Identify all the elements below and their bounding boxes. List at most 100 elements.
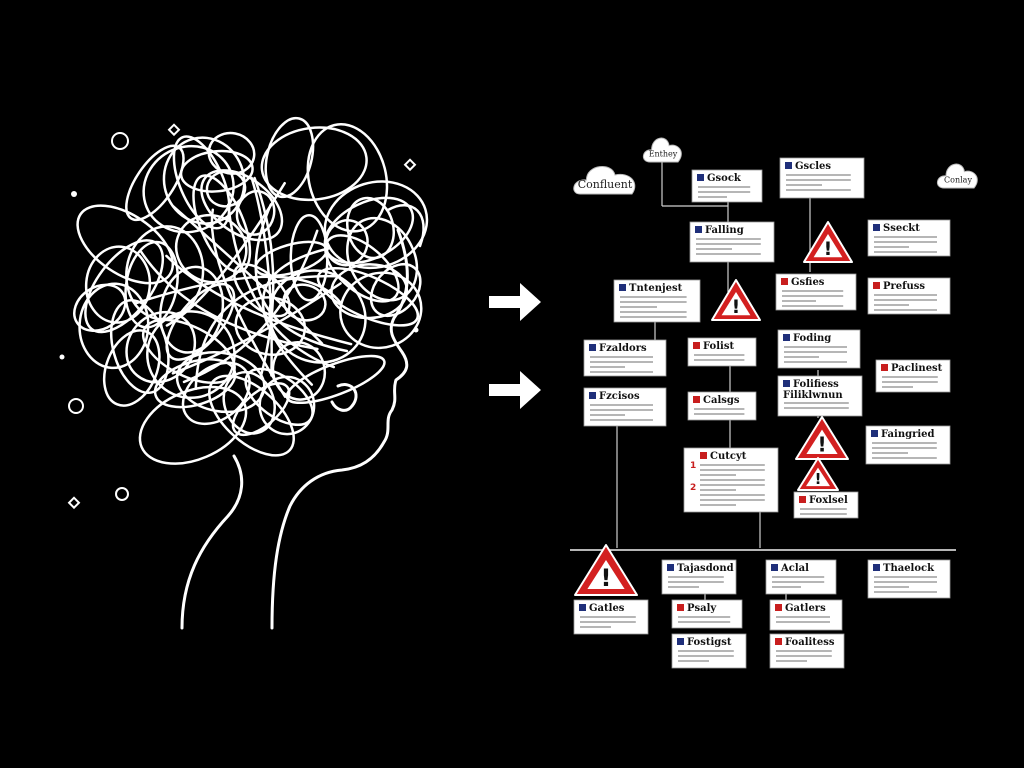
card-title: Tntenjest (629, 283, 683, 294)
scribble-stroke (226, 203, 336, 369)
blue-square-icon (589, 344, 596, 351)
org-card: Gsfies (775, 273, 857, 311)
card-box (867, 277, 951, 315)
blue-square-icon (579, 604, 586, 611)
warning-inner (587, 560, 625, 589)
card-title: Gatles (589, 603, 625, 614)
scribble-loop (78, 282, 150, 370)
card-box (779, 157, 865, 199)
red-square-icon (881, 364, 888, 371)
red-square-icon (873, 282, 880, 289)
card-title: Sseckt (883, 223, 920, 234)
cloud-shape (642, 137, 682, 163)
card-box (689, 221, 775, 263)
card-title: Fzcisos (599, 391, 640, 402)
scribble-loop (316, 266, 420, 327)
scribble-loop (306, 123, 389, 233)
scribble-stroke (134, 275, 342, 305)
card-title: Aclal (780, 563, 809, 574)
blue-square-icon (589, 392, 596, 399)
warning-inner (806, 429, 838, 454)
org-card: Aclal (765, 559, 837, 595)
blue-square-icon (771, 564, 778, 571)
warning-sign-icon: ! (795, 416, 849, 460)
cloud-label: Conlay (944, 176, 972, 185)
org-card: Gatles (573, 599, 649, 635)
arrows (489, 283, 541, 409)
card-title: Fostigst (687, 637, 732, 648)
right-arrow-icon (489, 371, 541, 409)
scribble-loop (146, 310, 236, 400)
scribble-loop (165, 282, 236, 361)
scribble-stroke (165, 181, 286, 327)
card-box (777, 375, 863, 417)
scribble-loop (222, 370, 276, 435)
org-card: Foxlsel (793, 491, 859, 519)
card-subtitle: Filiklwnun (783, 390, 843, 401)
scribble-loop (264, 116, 315, 199)
org-card: Fzcisos (583, 387, 667, 427)
card-title: Paclinest (891, 363, 943, 374)
warning-exclamation: ! (815, 470, 822, 488)
blue-square-icon (667, 564, 674, 571)
card-title: Foding (793, 333, 831, 344)
blue-square-icon (677, 638, 684, 645)
scribble-loop (323, 196, 415, 265)
red-square-icon (775, 638, 782, 645)
blue-square-icon (783, 380, 790, 387)
red-square-icon (799, 496, 806, 503)
sparkle-circle-icon (115, 487, 129, 501)
card-title: Gscles (795, 161, 831, 172)
card-title: Calsgs (703, 395, 740, 406)
neck-back-line (180, 454, 244, 630)
scribble-stroke (250, 176, 273, 377)
scribble-loop (181, 361, 251, 426)
card-title: Thaelock (883, 563, 935, 574)
red-square-icon (693, 342, 700, 349)
sparkle-diamond-icon (167, 123, 181, 137)
sparkles (67, 123, 417, 510)
ear-line (330, 383, 358, 412)
red-square-icon (700, 452, 707, 459)
card-title: Faingried (881, 429, 935, 440)
org-card: Faingried (865, 425, 951, 465)
cloud-icon: Confluent (573, 166, 636, 195)
scribble-loop (346, 216, 419, 302)
scribble-loop (109, 298, 170, 395)
org-card: Calsgs (687, 391, 757, 421)
card-title: Folifiess (793, 379, 839, 390)
red-square-icon (677, 604, 684, 611)
card-box (613, 279, 701, 323)
cloud-shape (937, 163, 978, 189)
scribble-loop (76, 204, 175, 285)
blue-square-icon (873, 564, 880, 571)
scribble-loop (200, 169, 284, 242)
scribble-stroke (386, 204, 425, 248)
cloud-shape (573, 166, 636, 195)
blue-square-icon (783, 334, 790, 341)
sparkle-diamond-icon (403, 158, 417, 172)
warning-sign-icon: ! (797, 457, 839, 491)
card-box (775, 273, 857, 311)
scribble-loop (231, 382, 291, 437)
scribble-stroke (182, 229, 319, 384)
card-box (583, 339, 667, 377)
warning-sign-icon: ! (711, 279, 761, 321)
sparkle-dot-icon (71, 191, 77, 197)
cloud-label: Confluent (578, 178, 633, 191)
sparkle-circle-icon (111, 132, 129, 150)
blue-square-icon (871, 430, 878, 437)
cloud-icon: Conlay (937, 163, 978, 189)
blue-square-icon (873, 224, 880, 231)
sparkle-dot-icon (413, 327, 419, 333)
scribble-loop (260, 126, 368, 202)
warning-sign-icon: ! (803, 221, 853, 263)
sparkle-diamond-icon (67, 496, 81, 510)
warning-inner (806, 467, 830, 487)
warning-exclamation: ! (732, 296, 741, 318)
scribble-stroke (140, 250, 319, 351)
card-marker: 2 (690, 483, 696, 493)
org-card: Thaelock (867, 559, 951, 599)
sparkle-dot-icon (59, 354, 65, 360)
